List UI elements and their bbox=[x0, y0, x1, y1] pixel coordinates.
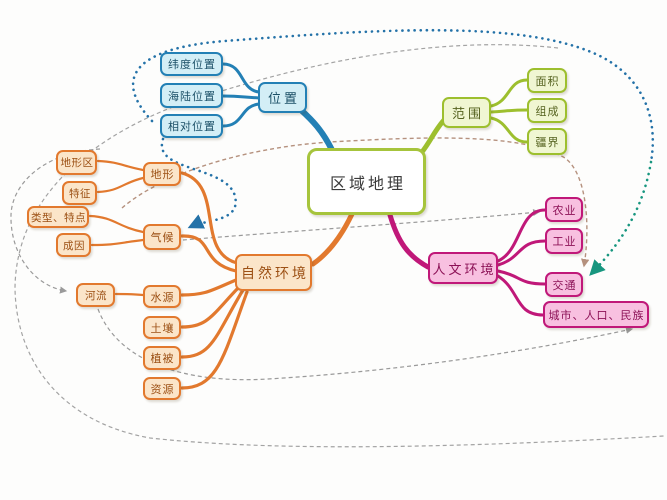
branch-location-label: 位置 bbox=[267, 91, 300, 106]
node-water-source[interactable]: 水源 bbox=[143, 285, 181, 308]
node-label: 植被 bbox=[150, 353, 175, 365]
node-city-population-ethnicity[interactable]: 城市、人口、民族 bbox=[543, 301, 649, 328]
node-climate[interactable]: 气候 bbox=[143, 224, 181, 250]
node-label: 成因 bbox=[63, 240, 85, 252]
branch-location[interactable]: 位置 bbox=[258, 82, 307, 113]
branch-natural-environment[interactable]: 自然环境 bbox=[235, 254, 312, 291]
node-label: 农业 bbox=[552, 204, 577, 217]
node-composition[interactable]: 组成 bbox=[527, 98, 567, 123]
node-transportation[interactable]: 交通 bbox=[545, 272, 583, 297]
node-label: 纬度位置 bbox=[168, 59, 216, 71]
node-latitude-position[interactable]: 纬度位置 bbox=[160, 52, 223, 76]
node-label: 特征 bbox=[69, 188, 91, 200]
node-boundary[interactable]: 疆界 bbox=[527, 128, 567, 155]
node-relative-position[interactable]: 相对位置 bbox=[160, 114, 223, 138]
branch-scope[interactable]: 范围 bbox=[442, 97, 491, 128]
node-label: 气候 bbox=[150, 232, 175, 244]
node-resources[interactable]: 资源 bbox=[143, 377, 181, 400]
node-label: 面积 bbox=[535, 75, 560, 88]
node-label: 相对位置 bbox=[168, 121, 216, 133]
branch-natural-environment-label: 自然环境 bbox=[241, 266, 309, 282]
node-label: 土壤 bbox=[150, 322, 175, 335]
node-terrain-features[interactable]: 特征 bbox=[62, 181, 97, 205]
branch-human-environment-label: 人文环境 bbox=[432, 261, 497, 277]
node-soil[interactable]: 土壤 bbox=[143, 316, 181, 339]
node-label: 工业 bbox=[552, 236, 577, 248]
node-label: 疆界 bbox=[535, 136, 560, 149]
node-sea-land-position[interactable]: 海陆位置 bbox=[160, 83, 223, 108]
node-label: 组成 bbox=[535, 105, 560, 118]
node-label: 交通 bbox=[552, 279, 577, 292]
node-climate-causes[interactable]: 成因 bbox=[56, 233, 91, 257]
node-label: 水源 bbox=[150, 291, 175, 304]
branch-scope-label: 范围 bbox=[451, 106, 484, 121]
node-label: 河流 bbox=[85, 290, 107, 302]
node-agriculture[interactable]: 农业 bbox=[545, 197, 583, 222]
node-label: 地形区 bbox=[60, 158, 94, 169]
node-vegetation[interactable]: 植被 bbox=[143, 346, 181, 370]
node-label: 资源 bbox=[150, 383, 175, 396]
node-climate-type-features[interactable]: 类型、特点 bbox=[27, 206, 89, 228]
branch-connectors bbox=[88, 62, 547, 390]
central-topic[interactable]: 区域地理 bbox=[307, 148, 426, 215]
node-label: 类型、特点 bbox=[31, 212, 86, 224]
node-rivers[interactable]: 河流 bbox=[76, 283, 115, 307]
node-label: 海陆位置 bbox=[168, 90, 216, 103]
node-terrain-zone[interactable]: 地形区 bbox=[56, 150, 97, 175]
central-topic-label: 区域地理 bbox=[329, 175, 406, 193]
node-label: 城市、人口、民族 bbox=[548, 309, 645, 322]
node-industry[interactable]: 工业 bbox=[545, 228, 583, 254]
branch-human-environment[interactable]: 人文环境 bbox=[428, 252, 498, 284]
node-area[interactable]: 面积 bbox=[527, 68, 567, 93]
node-label: 地形 bbox=[150, 169, 175, 181]
node-terrain[interactable]: 地形 bbox=[143, 162, 181, 186]
